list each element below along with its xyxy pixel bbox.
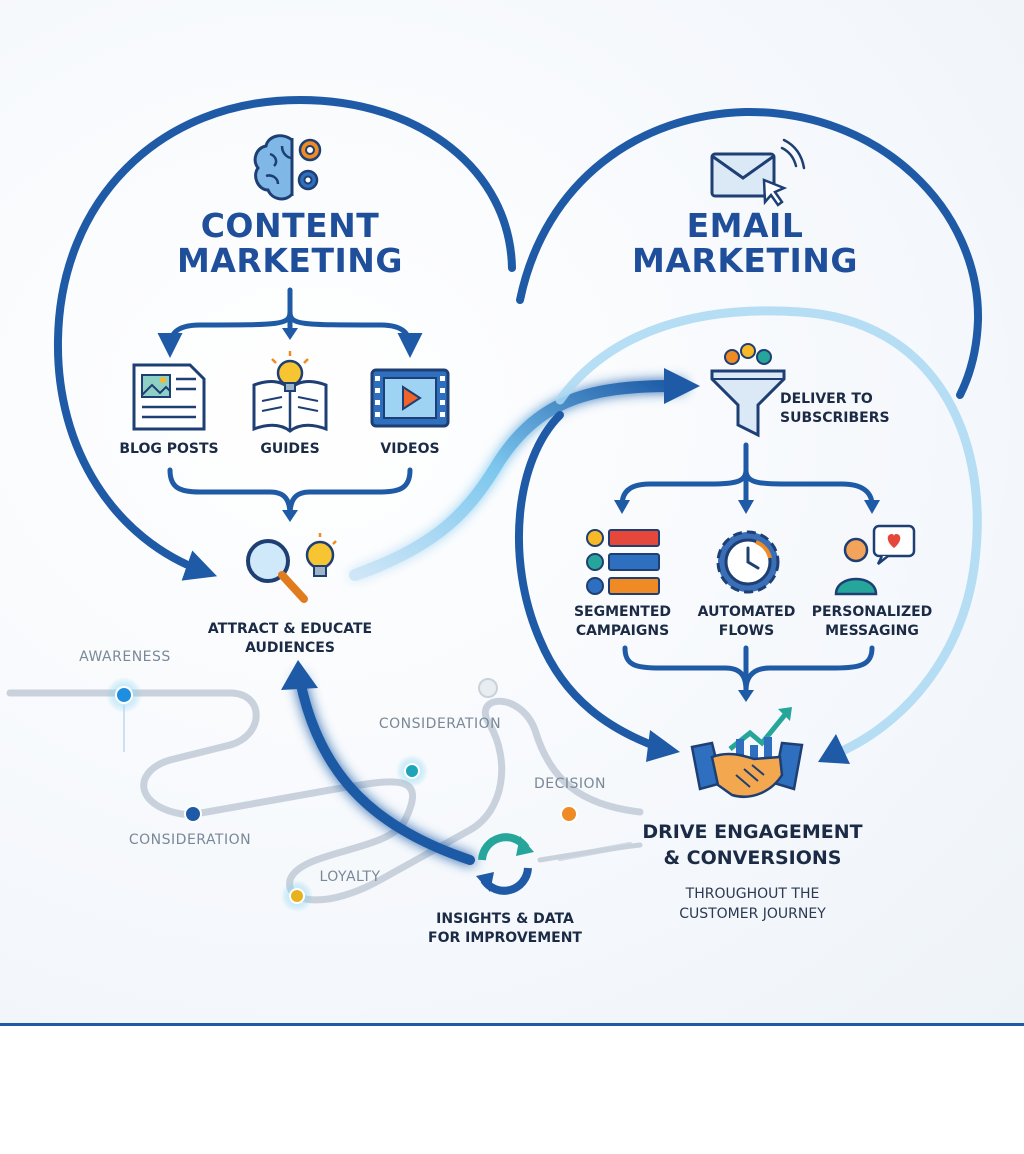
- customer-journey-subtitle: THROUGHOUT THE CUSTOMER JOURNEY: [679, 886, 826, 922]
- attract-educate-label: ATTRACT & EDUCATE AUDIENCES: [207, 621, 373, 656]
- email-left-arc: [515, 411, 664, 752]
- connector-layer: [6, 95, 983, 912]
- email-left-arrowhead: [646, 730, 680, 762]
- blog-post-icon: [132, 363, 206, 431]
- person-heart-bubble-icon: [834, 524, 916, 596]
- journey-path: [6, 689, 644, 904]
- content-marketing-title: CONTENT MARKETING: [177, 206, 403, 280]
- funnel-people-icon: [710, 343, 786, 438]
- automated-flows-label: AUTOMATED FLOWS: [697, 604, 796, 639]
- gear-clock-icon: [716, 530, 780, 594]
- journey-stage-decision: DECISION: [533, 776, 607, 792]
- blog-posts-label: BLOG POSTS: [119, 441, 219, 457]
- journey-stage-consideration-right: CONSIDERATION: [378, 716, 502, 732]
- journey-stage-loyalty: LOYALTY: [319, 869, 381, 885]
- video-play-icon: [370, 368, 450, 428]
- refresh-cycle-icon: [476, 833, 534, 895]
- journey-stage-awareness: AWARENESS: [79, 649, 171, 665]
- email-marketing-title: EMAIL MARKETING: [632, 206, 858, 280]
- email-loop-arrow: [516, 107, 983, 399]
- email-inner-arc: [555, 306, 982, 757]
- email-fanin: [622, 645, 875, 698]
- personalized-messaging-label: PERSONALIZED MESSAGING: [811, 604, 933, 639]
- diagram-canvas: [0, 0, 1024, 1025]
- open-book-lightbulb-icon: [252, 351, 328, 433]
- content-loop-arrow: [53, 95, 516, 581]
- brain-gears-icon: [253, 134, 322, 201]
- guides-label: GUIDES: [260, 441, 320, 457]
- attract-to-email-arrowhead: [664, 368, 700, 404]
- videos-label: VIDEOS: [380, 441, 440, 457]
- insights-feedback-arrowhead: [281, 660, 318, 690]
- insights-data-label: INSIGHTS & DATA FOR IMPROVEMENT: [428, 911, 582, 946]
- segmented-campaigns-label: SEGMENTED CAMPAIGNS: [573, 604, 672, 639]
- handshake-growth-icon: [690, 707, 804, 798]
- magnifier-lightbulb-icon: [246, 533, 337, 603]
- content-fanout: [157, 287, 423, 358]
- deliver-subscribers-label: DELIVER TO SUBSCRIBERS: [780, 391, 890, 426]
- journey-dots: [106, 677, 578, 912]
- attract-to-email-arrow: [349, 379, 686, 581]
- journey-stage-consideration-left: CONSIDERATION: [128, 832, 252, 848]
- email-inner-arrowhead: [818, 734, 850, 764]
- insights-to-drive-line: [537, 842, 643, 863]
- icon-layer: [132, 134, 916, 895]
- envelope-cursor-icon: [710, 138, 806, 207]
- bottom-divider: [0, 1023, 1024, 1026]
- content-fanin: [167, 467, 413, 518]
- email-fanout: [619, 442, 875, 508]
- drive-engagement-title: DRIVE ENGAGEMENT & CONVERSIONS: [642, 821, 863, 869]
- insights-feedback-arrow: [295, 675, 475, 865]
- segmented-list-icon: [586, 529, 660, 595]
